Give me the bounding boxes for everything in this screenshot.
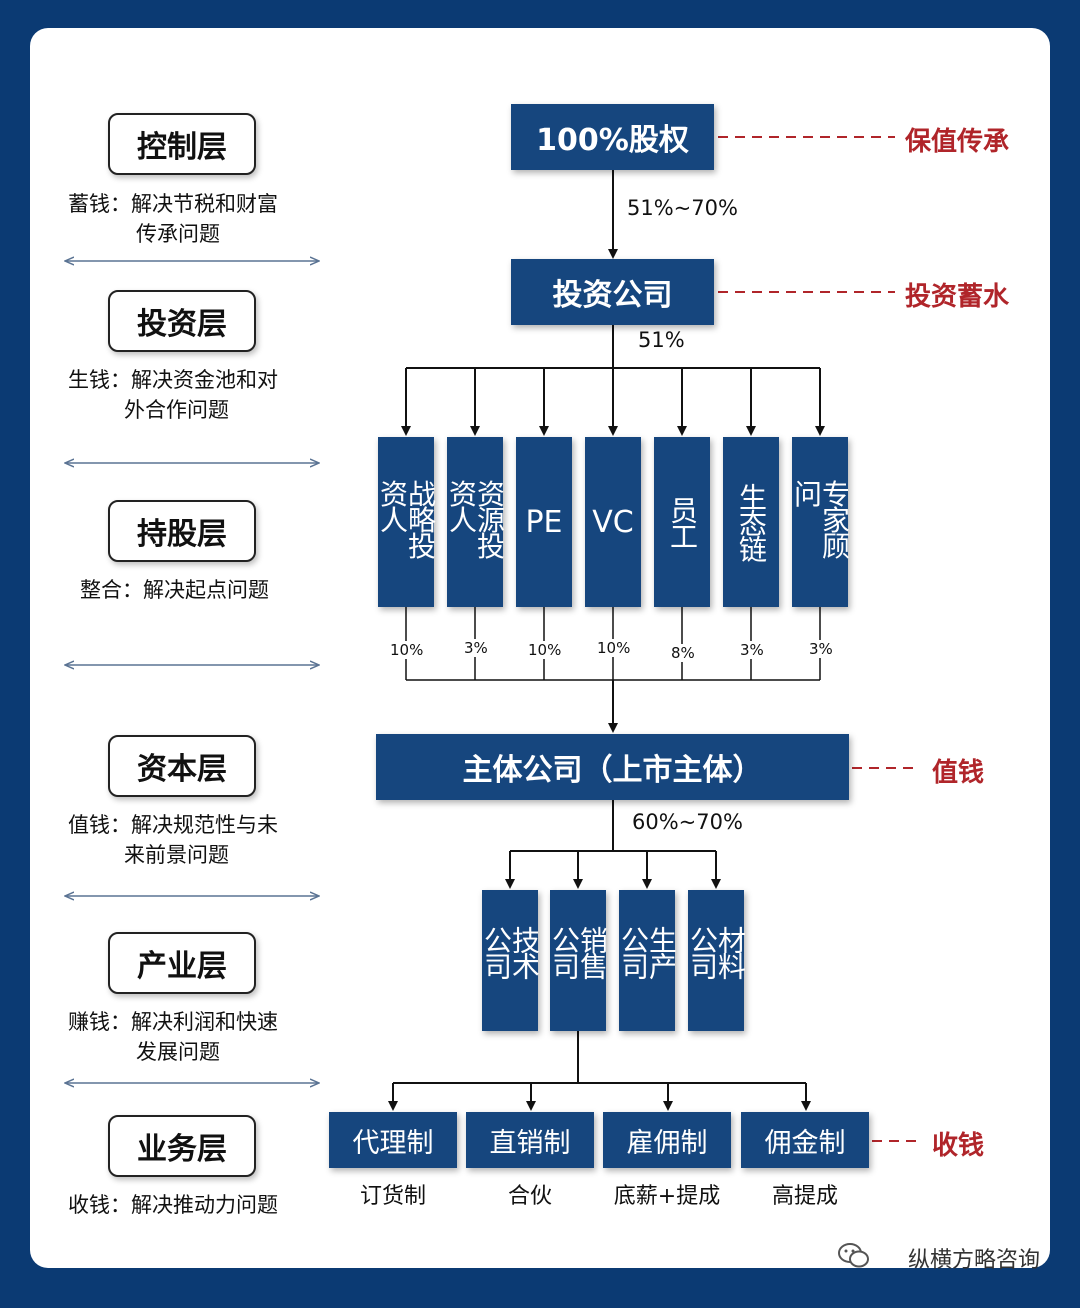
holder-vc: VC	[585, 437, 641, 607]
sub-sales-company: 销售公司	[548, 890, 609, 1031]
note-value: 值钱	[932, 758, 985, 788]
holder-label: 员工	[666, 496, 699, 548]
holder-label: 战略投资人	[376, 479, 437, 558]
biz-sub-label: 高提成	[771, 1184, 838, 1209]
layer-title-control: 控制层	[108, 113, 256, 175]
subsidiary-label: 材料公司	[686, 925, 747, 978]
side-note-dashes	[718, 136, 920, 1142]
holder-pct: 3%	[740, 641, 764, 659]
holder-pe: PE	[516, 437, 572, 607]
sub-production-company: 生产公司	[617, 890, 678, 1031]
layer-title-invest: 投资层	[108, 290, 256, 352]
layer-title-industry: 产业层	[108, 932, 256, 994]
holder-label: 专家顾问	[790, 479, 851, 558]
layer-desc-invest-line1: 生钱：解决资金池和对	[68, 368, 278, 392]
biz-direct-sales: 直销制	[466, 1112, 594, 1168]
holder-pct: 10%	[390, 641, 424, 659]
layer-desc-capital-line1: 值钱：解决规范性与未	[68, 813, 278, 837]
layer-desc-invest-line2: 外合作问题	[124, 398, 229, 422]
layer-desc-capital-line2: 来前景问题	[124, 843, 229, 867]
holder-pct: 3%	[464, 639, 488, 657]
sub-tech-company: 技术公司	[480, 890, 541, 1031]
biz-commission: 佣金制	[741, 1112, 869, 1168]
layer-title-holding: 持股层	[108, 500, 256, 562]
note-invest-reserve: 投资蓄水	[905, 282, 1010, 312]
subsidiary-label: 销售公司	[548, 925, 609, 978]
note-collect: 收钱	[932, 1131, 985, 1161]
layer-dividers	[66, 261, 318, 1083]
holder-pct: 8%	[671, 644, 695, 662]
layer-desc-control-line1: 蓄钱：解决节税和财富	[68, 192, 278, 216]
holder-employee: 员工	[654, 437, 710, 607]
layer-desc-industry-line2: 发展问题	[136, 1040, 220, 1064]
holder-label: PE	[525, 504, 563, 540]
biz-employment: 雇佣制	[603, 1112, 731, 1168]
layer-title-business: 业务层	[108, 1115, 256, 1177]
watermark-text: 纵横方略咨询	[907, 1248, 1040, 1273]
holder-strategic-investor: 战略投资人	[376, 437, 437, 607]
note-preserve-inherit: 保值传承	[905, 127, 1010, 157]
biz-agency: 代理制	[329, 1112, 457, 1168]
holder-label: 资源投资人	[445, 479, 506, 558]
subsidiary-label: 技术公司	[480, 925, 541, 978]
layer-desc-industry-line1: 赚钱：解决利润和快速	[68, 1010, 278, 1034]
holder-pct: 3%	[809, 640, 833, 658]
holder-pct: 10%	[597, 639, 631, 657]
biz-sub-label: 底薪+提成	[613, 1184, 721, 1209]
pct-top: 51%~70%	[627, 196, 738, 220]
subsidiary-label: 生产公司	[617, 925, 678, 978]
biz-sub-label: 订货制	[359, 1184, 426, 1209]
main-company-box: 主体公司（上市主体）	[376, 734, 849, 800]
layer-desc-holding-line1: 整合：解决起点问题	[80, 578, 269, 602]
holder-pct: 10%	[528, 641, 562, 659]
holder-resource-investor: 资源投资人	[445, 437, 506, 607]
pct-invest: 51%	[638, 328, 685, 352]
pct-main: 60%~70%	[632, 810, 743, 834]
holder-label: VC	[592, 504, 634, 540]
sub-materials-company: 材料公司	[686, 890, 747, 1031]
invest-company-box: 投资公司	[511, 259, 714, 325]
wechat-icon	[838, 1243, 869, 1268]
layer-title-capital: 资本层	[108, 735, 256, 797]
equity-100-box: 100%股权	[511, 104, 714, 170]
holder-expert-advisor: 专家顾问	[790, 437, 851, 607]
holder-label: 生态链	[735, 483, 768, 561]
layer-desc-control-line2: 传承问题	[136, 222, 220, 246]
layer-desc-business-line1: 收钱：解决推动力问题	[68, 1193, 278, 1217]
biz-sub-label: 合伙	[507, 1184, 552, 1209]
holder-ecosystem: 生态链	[723, 437, 779, 607]
